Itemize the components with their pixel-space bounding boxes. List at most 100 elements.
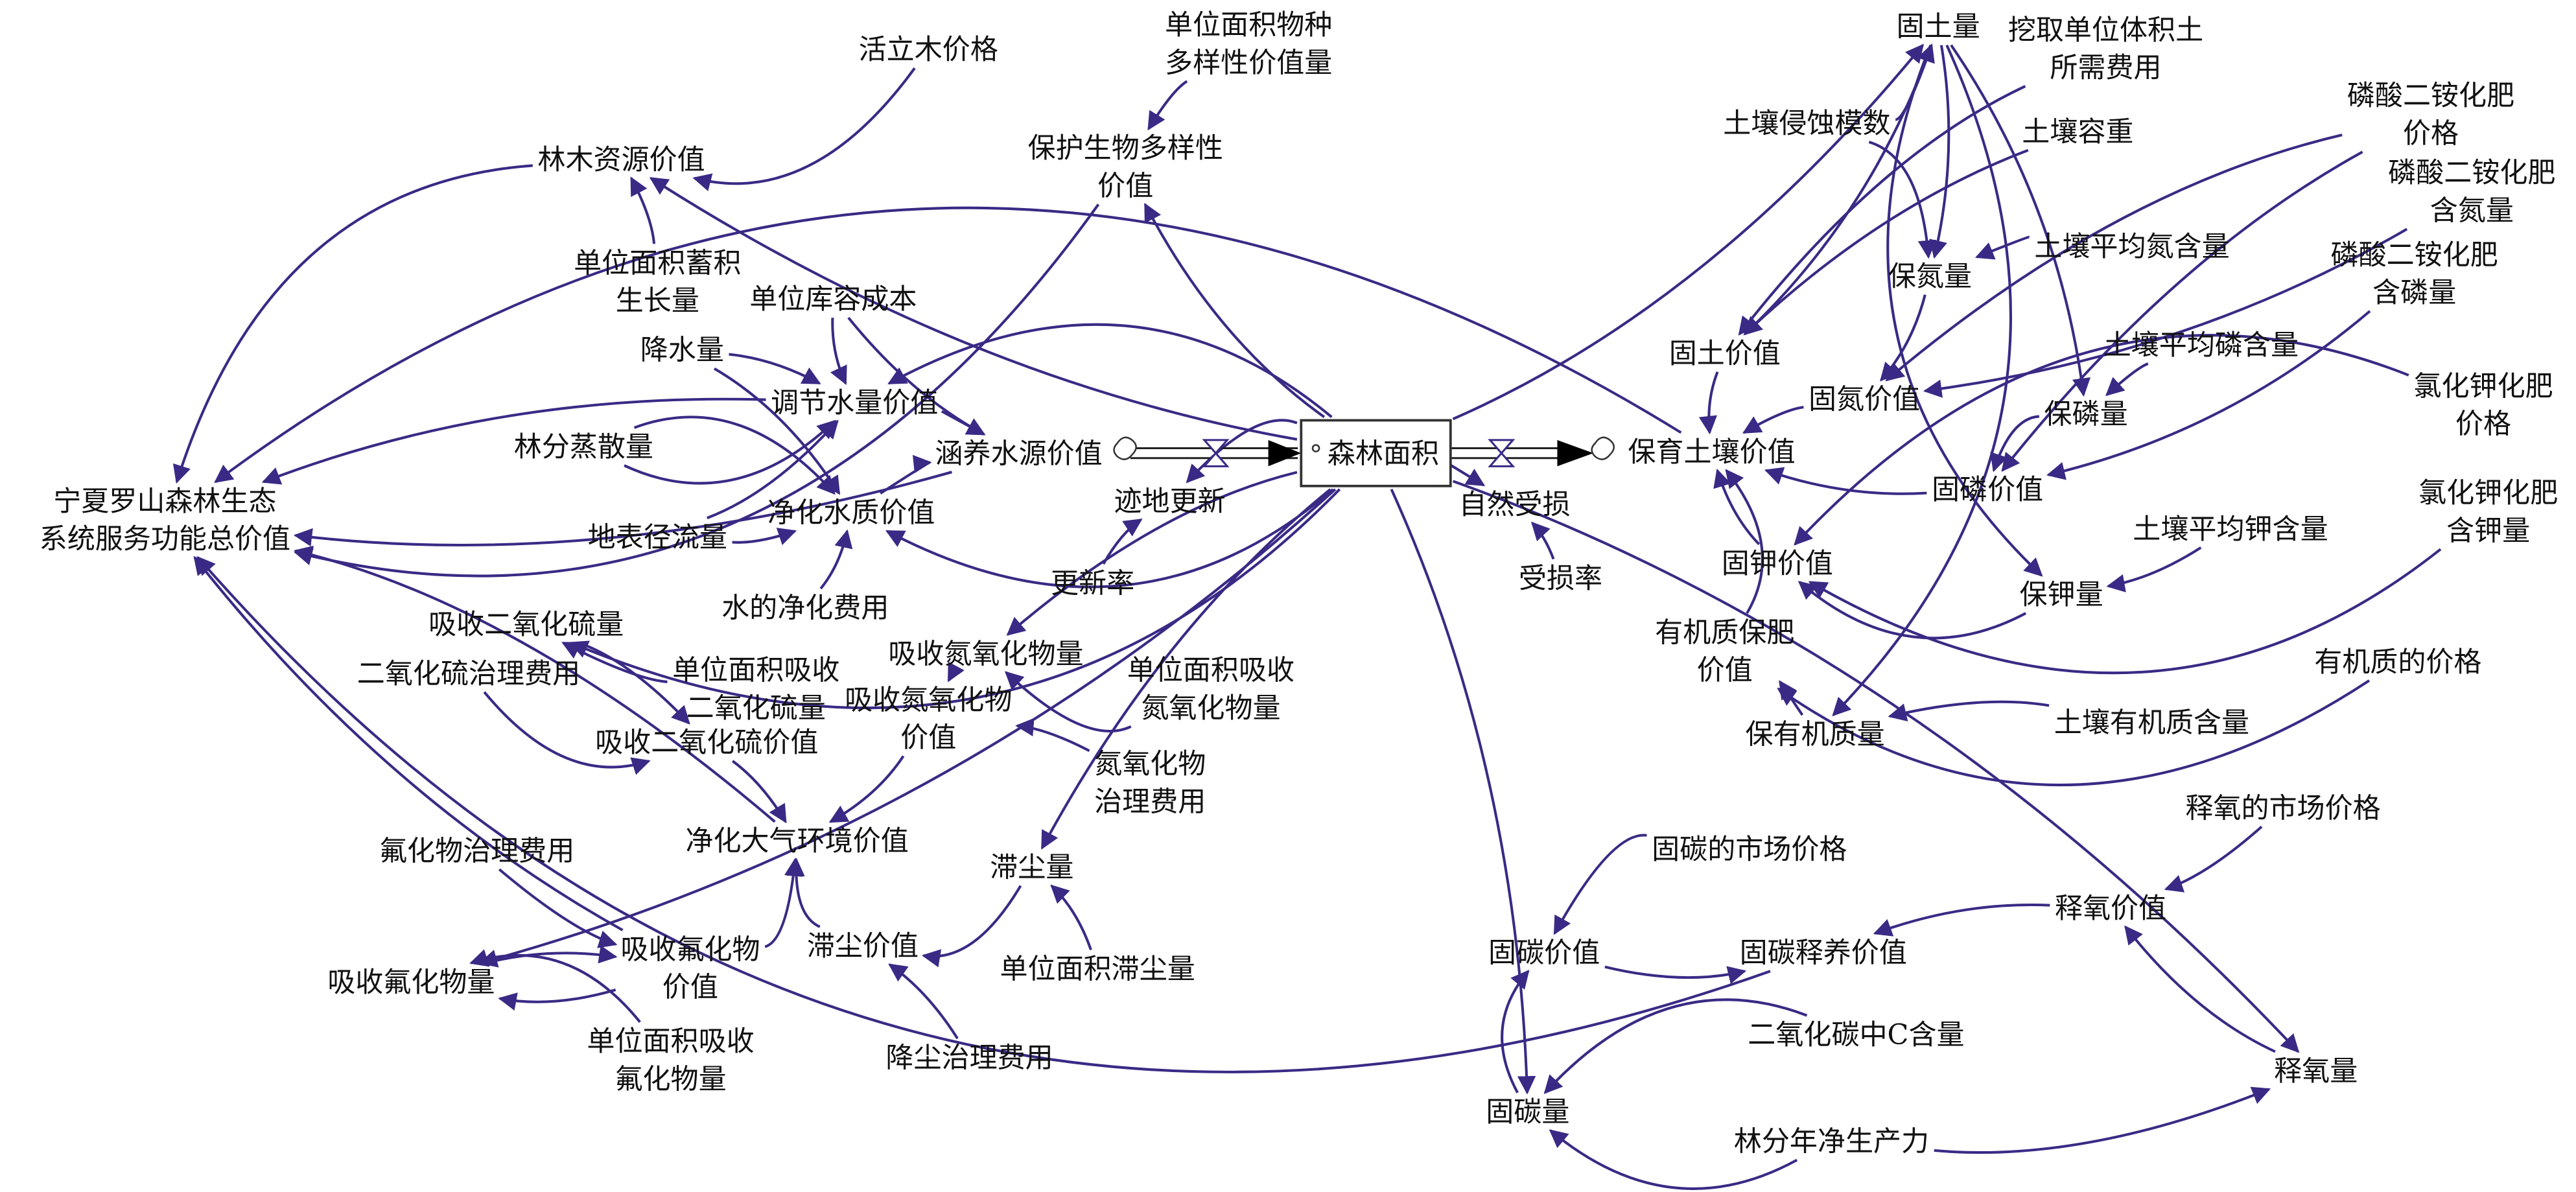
causal-link-arrow: [921, 885, 1022, 968]
variable-gujiaval[interactable]: 固钾价值: [1722, 548, 1833, 580]
variable-fluamt[interactable]: 吸收氟化物量: [327, 966, 495, 999]
variable-cmarket[interactable]: 固碳的市场价格: [1652, 834, 1847, 866]
variable-shousun[interactable]: 受损率: [1519, 563, 1602, 595]
variable-noxcost[interactable]: 氮氧化物治理费用: [1094, 748, 1206, 818]
variable-baoyu[interactable]: 保育土壤价值: [1628, 436, 1795, 469]
variable-dapp[interactable]: 磷酸二铵化肥含磷量: [2331, 239, 2498, 309]
variable-gudanval[interactable]: 固氮价值: [1809, 384, 1920, 416]
variable-cval[interactable]: 固碳价值: [1488, 937, 1600, 969]
variable-linmu[interactable]: 林木资源价值: [537, 144, 705, 176]
variable-co2c[interactable]: 二氧化碳中C含量: [1748, 1019, 1964, 1051]
variable-label-line: 单位面积吸收: [672, 655, 839, 687]
variable-unitnox[interactable]: 单位面积吸收氮氧化物量: [1127, 655, 1294, 725]
causal-link-arrow: [887, 323, 1333, 418]
causal-link-arrow: [1777, 679, 2371, 787]
causal-link-arrow: [2106, 546, 2202, 592]
causal-link-arrow: [1004, 671, 1132, 732]
variable-ziran[interactable]: 自然受损: [1458, 489, 1570, 521]
variable-o2market[interactable]: 释氧的市场价格: [2185, 792, 2380, 824]
causal-link-arrow: [649, 177, 1298, 441]
variable-unitso2[interactable]: 单位面积吸收二氧化硫量: [672, 655, 839, 725]
variable-soilorg[interactable]: 土壤有机质含量: [2054, 707, 2249, 740]
causal-link-arrow: [729, 353, 821, 385]
causal-link-arrow: [1725, 469, 1764, 614]
variable-shuifei[interactable]: 水的净化费用: [721, 592, 889, 624]
variable-flucost[interactable]: 氟化物治理费用: [379, 835, 574, 867]
variable-youjiprice[interactable]: 有机质的价格: [2314, 646, 2481, 679]
variable-zhichen[interactable]: 滞尘量: [990, 852, 1073, 884]
variable-camt[interactable]: 固碳量: [1486, 1096, 1569, 1128]
variable-gulinval[interactable]: 固磷价值: [1932, 474, 2043, 506]
variable-label-line: 系统服务功能总价值: [40, 523, 290, 555]
variable-label-line: 保有机质量: [1745, 718, 1884, 751]
variable-baoyouji[interactable]: 保有机质量: [1745, 718, 1884, 751]
causal-link-arrow: [469, 949, 641, 1023]
variable-so2val[interactable]: 吸收二氧化硫价值: [595, 727, 818, 759]
variable-label-line: 价值: [900, 722, 956, 754]
causal-link-arrow: [1530, 521, 1555, 560]
variable-avgk[interactable]: 土壤平均钾含量: [2133, 513, 2328, 546]
variable-label-line: 林分年净生产力: [1734, 1126, 1929, 1158]
variable-so2cost[interactable]: 二氧化硫治理费用: [357, 658, 580, 690]
variable-daqi[interactable]: 净化大气环境价值: [685, 825, 908, 858]
variable-noxamt[interactable]: 吸收氮氧化物量: [888, 638, 1083, 670]
variable-unitdust[interactable]: 单位面积滞尘量: [1000, 953, 1195, 986]
variable-label-line: 单位面积吸收: [1127, 655, 1294, 687]
variable-linfen[interactable]: 林分蒸散量: [514, 431, 653, 463]
variable-dustcost[interactable]: 降尘治理费用: [885, 1042, 1053, 1074]
variable-dustval[interactable]: 滞尘价值: [807, 930, 919, 963]
variable-gengxin[interactable]: 更新率: [1051, 567, 1134, 600]
variable-o2val[interactable]: 释氧价值: [2055, 893, 2166, 925]
variable-dapprice[interactable]: 磷酸二铵化肥价格: [2347, 80, 2514, 150]
variable-kclk[interactable]: 氯化钾化肥含钾量: [2418, 477, 2558, 547]
variable-dapn[interactable]: 磷酸二铵化肥含氮量: [2388, 157, 2555, 227]
valve-icon[interactable]: [1488, 439, 1516, 467]
variable-unitflu[interactable]: 单位面积吸收氟化物量: [587, 1025, 754, 1095]
valve-icon[interactable]: [1202, 439, 1230, 467]
variable-rongzhong[interactable]: 土壤容重: [2022, 116, 2133, 148]
variable-gutu[interactable]: 固土量: [1897, 11, 1980, 43]
variable-kclprice[interactable]: 氯化钾化肥价格: [2413, 370, 2553, 440]
stock-forest-area[interactable]: 森林面积: [1300, 419, 1452, 487]
variable-youjival[interactable]: 有机质保肥价值: [1655, 616, 1794, 686]
variable-baohu[interactable]: 保护生物多样性价值: [1028, 132, 1223, 202]
causal-link-arrow: [569, 488, 1341, 710]
variable-baojia[interactable]: 保钾量: [2019, 579, 2103, 611]
variable-so2amt[interactable]: 吸收二氧化硫量: [428, 609, 624, 641]
variable-wuzhong[interactable]: 单位面积物种多样性价值量: [1165, 9, 1332, 79]
variable-label-line: 林分蒸散量: [514, 431, 653, 463]
variable-jiangshui[interactable]: 降水量: [640, 334, 724, 367]
variable-kurong[interactable]: 单位库容成本: [749, 283, 917, 316]
variable-hanyang[interactable]: 涵养水源价值: [935, 438, 1102, 470]
variable-avgn[interactable]: 土壤平均氮含量: [2034, 231, 2229, 263]
causal-link-arrow: [193, 555, 624, 931]
causal-link-arrow: [1743, 148, 2029, 336]
variable-xuji[interactable]: 单位面积蓄积生长量: [574, 247, 741, 317]
variable-huolimu[interactable]: 活立木价格: [859, 34, 998, 66]
causal-link-arrow: [1950, 44, 2091, 397]
variable-label-line: 更新率: [1051, 567, 1134, 600]
variable-wazhi[interactable]: 挖取单位体积土所需费用: [2008, 14, 2203, 84]
variable-fluval[interactable]: 吸收氟化物价值: [620, 933, 760, 1003]
variable-dibiao[interactable]: 地表径流量: [588, 522, 727, 554]
variable-o2amt[interactable]: 释氧量: [2274, 1055, 2358, 1088]
variable-baodan[interactable]: 保氮量: [1888, 261, 1972, 293]
causal-link-arrow: [1553, 834, 1647, 935]
variable-baolin[interactable]: 保磷量: [2044, 399, 2127, 431]
causal-link-arrow: [1886, 44, 2043, 577]
variable-qinshi[interactable]: 土壤侵蚀模数: [1723, 108, 1890, 140]
variable-gutuval[interactable]: 固土价值: [1669, 338, 1781, 370]
variable-avgp[interactable]: 土壤平均磷含量: [2103, 329, 2299, 362]
outflow-pipe: [1450, 436, 1615, 467]
variable-cshiyang[interactable]: 固碳释养价值: [1740, 937, 1907, 969]
variable-label-line: 地表径流量: [588, 522, 727, 554]
variable-tiaojie[interactable]: 调节水量价值: [771, 387, 938, 419]
variable-netprod[interactable]: 林分年净生产力: [1734, 1126, 1929, 1158]
causal-link-arrow: [2124, 925, 2276, 1053]
variable-jinghuashui[interactable]: 净化水质价值: [767, 497, 935, 530]
variable-jidi[interactable]: 迹地更新: [1114, 485, 1226, 518]
variable-label-line: 固土量: [1897, 11, 1980, 43]
variable-total[interactable]: 宁夏罗山森林生态系统服务功能总价值: [40, 485, 290, 555]
causal-link-arrow: [707, 419, 839, 520]
variable-noxval[interactable]: 吸收氮氧化物价值: [845, 684, 1012, 754]
